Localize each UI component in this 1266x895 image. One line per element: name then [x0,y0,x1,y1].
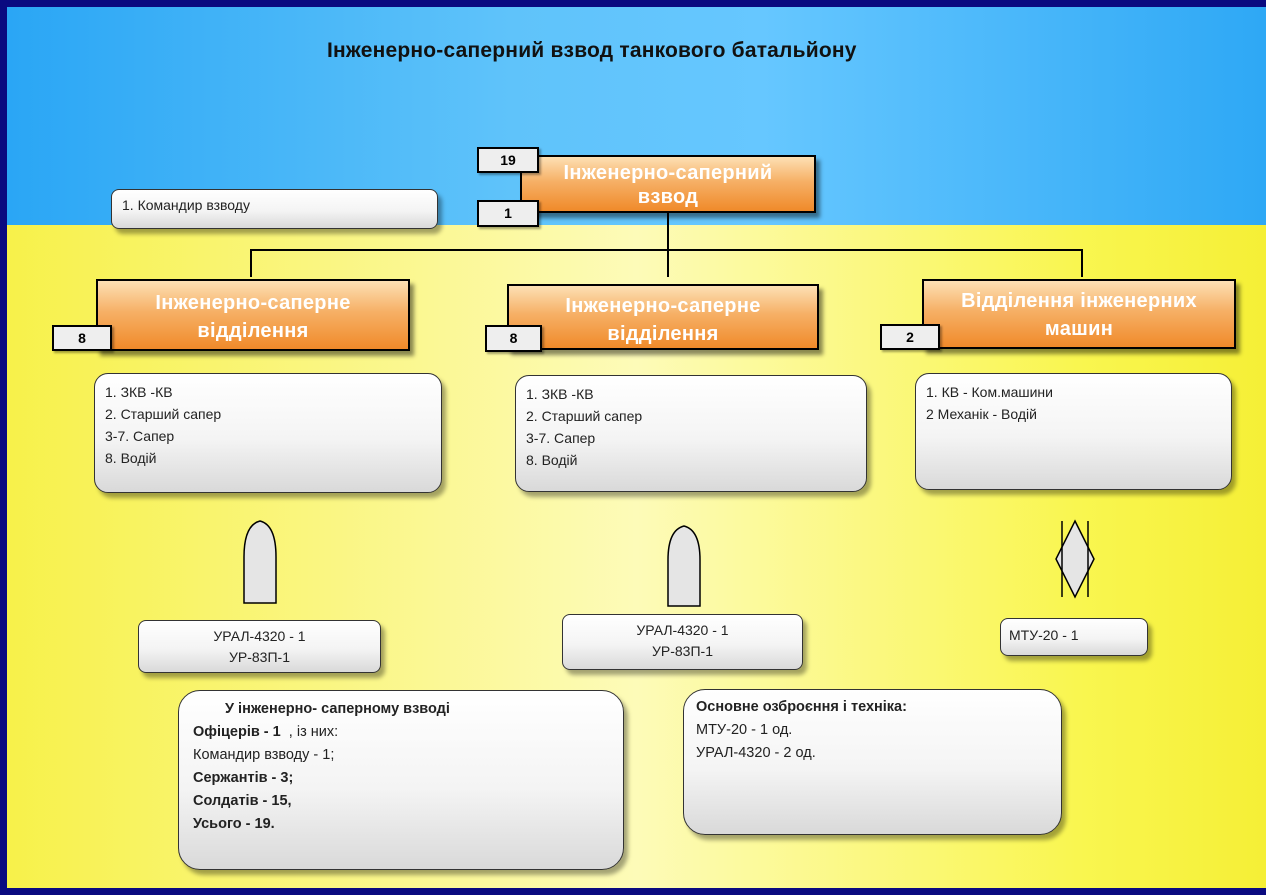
summary-total: Усього - 19. [193,816,275,832]
squad-2-count-badge: 8 [485,325,542,352]
vehicle-item: УРАЛ-4320 - 1 [213,628,306,644]
squad-3-count-badge: 2 [880,324,940,350]
vehicle-item: УР-83П-1 [229,649,290,665]
squad-2-vehicles: УРАЛ-4320 - 1 УР-83П-1 [562,614,803,670]
connector-vertical-main [667,210,669,277]
role-item: 1. ЗКВ -КВ [526,386,594,402]
platoon-title-line2: взвод [637,186,699,208]
role-item: 3-7. Сапер [526,430,596,446]
truck-icon [667,525,701,607]
squad-3-vehicles: МТУ-20 - 1 [1000,618,1148,656]
equipment-item: МТУ-20 - 1 од. [696,722,793,738]
summary-officers: Офіцерів - 1 [193,724,281,740]
squad-1-roles: 1. ЗКВ -КВ 2. Старший сапер 3-7. Сапер 8… [94,373,442,493]
vehicle-item: УРАЛ-4320 - 1 [636,622,729,638]
equipment-item: УРАЛ-4320 - 2 од. [696,745,816,761]
squad-2-title-line1: Інженерно-саперне [565,295,761,317]
platoon-total-badge: 19 [477,147,539,173]
squad-1-vehicles: УРАЛ-4320 - 1 УР-83П-1 [138,620,381,673]
squad-3-box: Відділення інженерних машин [922,279,1236,349]
connector-left [250,249,252,277]
summary-officers-rest: , із них: [280,724,339,740]
summary-commander: Командир взводу - 1; [193,747,335,763]
role-item: 8. Водій [526,452,578,468]
squad-2-box: Інженерно-саперне відділення [507,284,819,350]
squad-1-title-line1: Інженерно-саперне [155,292,351,314]
role-item: 2 Механік - Водій [926,406,1037,422]
page-title: Інженерно-саперний взвод танкового батал… [327,39,857,62]
vehicle-item: УР-83П-1 [652,643,713,659]
role-item: 1. ЗКВ -КВ [105,384,173,400]
squad-3-roles: 1. КВ - Ком.машини 2 Механік - Водій [915,373,1232,490]
engineering-vehicle-icon [1055,519,1095,599]
role-item: 1. КВ - Ком.машини [926,384,1053,400]
connector-right [1081,249,1083,277]
squad-1-box: Інженерно-саперне відділення [96,279,410,351]
equipment-box: Основне озброєння і техніка: МТУ-20 - 1 … [683,689,1062,835]
summary-heading: У інженерно- саперному взводі [225,701,450,717]
summary-sergeants: Сержантів - 3; [193,770,294,786]
role-item: 8. Водій [105,450,157,466]
squad-3-title-line2: машин [1044,318,1114,340]
platoon-officers-badge: 1 [477,200,539,227]
role-item: 2. Старший сапер [526,408,643,424]
summary-soldiers: Солдатів - 15, [193,793,292,809]
squad-1-count-badge: 8 [52,325,112,351]
squad-2-roles: 1. ЗКВ -КВ 2. Старший сапер 3-7. Сапер 8… [515,375,867,492]
squad-1-title-line2: відділення [197,320,309,342]
connector-horizontal [250,249,1083,251]
squad-3-title-line1: Відділення інженерних [961,290,1197,312]
platoon-box: Інженерно-саперний взвод [520,155,816,213]
summary-box: У інженерно- саперному взводі Офіцерів -… [178,690,624,870]
commander-label: 1. Командир взводу [122,197,250,213]
role-item: 2. Старший сапер [105,406,222,422]
vehicle-item: МТУ-20 - 1 [1009,627,1079,643]
equipment-heading: Основне озброєння і техніка: [696,699,907,715]
commander-box: 1. Командир взводу [111,189,438,229]
squad-2-title-line2: відділення [607,323,719,345]
truck-icon [243,520,277,604]
platoon-title-line1: Інженерно-саперний [563,162,773,184]
role-item: 3-7. Сапер [105,428,175,444]
